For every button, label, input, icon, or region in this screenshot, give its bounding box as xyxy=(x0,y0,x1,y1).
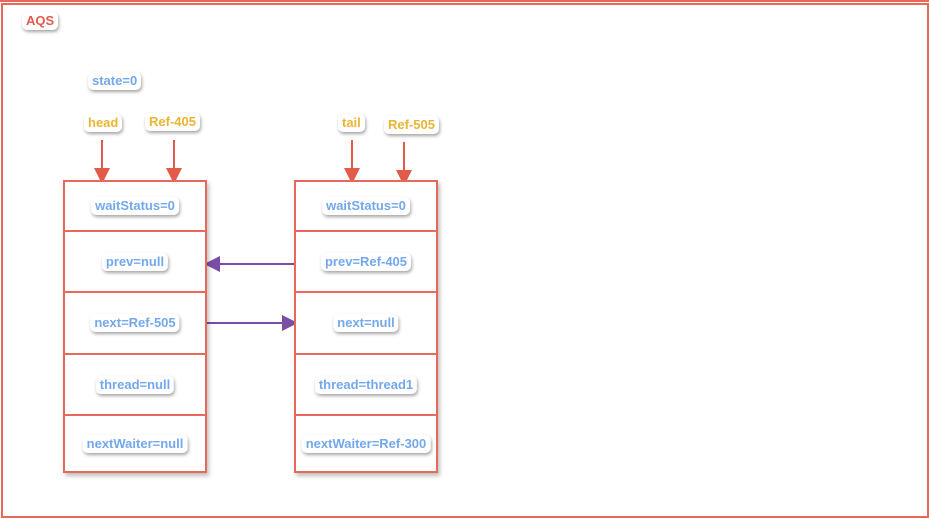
next-field: next=Ref-505 xyxy=(90,314,180,332)
node-field-cell: nextWaiter=null xyxy=(65,416,205,471)
tail-pointer-label: tail xyxy=(338,114,365,132)
prev-field: prev=null xyxy=(101,252,169,271)
wait-status-field: waitStatus=0 xyxy=(91,197,179,215)
head-pointer-label: head xyxy=(84,114,123,132)
head-node: waitStatus=0 prev=null next=Ref-505 thre… xyxy=(63,180,207,473)
next-waiter-field: nextWaiter=Ref-300 xyxy=(301,434,431,453)
next-waiter-field: nextWaiter=null xyxy=(82,434,188,453)
aqs-title: AQS xyxy=(22,12,59,30)
wait-status-field: waitStatus=0 xyxy=(322,197,410,215)
state-label: state=0 xyxy=(88,72,142,90)
node-field-cell: prev=null xyxy=(65,232,205,293)
thread-field: thread=thread1 xyxy=(314,375,418,394)
thread-field: thread=null xyxy=(95,375,175,394)
node-field-cell: thread=null xyxy=(65,355,205,416)
prev-field: prev=Ref-405 xyxy=(320,252,412,271)
node-field-cell: thread=thread1 xyxy=(296,355,436,416)
head-ref-label: Ref-405 xyxy=(145,113,200,131)
next-field: next=null xyxy=(333,314,399,332)
tail-ref-label: Ref-505 xyxy=(384,116,439,134)
node-field-cell: next=null xyxy=(296,293,436,355)
node-field-cell: next=Ref-505 xyxy=(65,293,205,355)
node-field-cell: prev=Ref-405 xyxy=(296,232,436,293)
node-field-cell: waitStatus=0 xyxy=(296,182,436,232)
node-field-cell: nextWaiter=Ref-300 xyxy=(296,416,436,471)
tail-node: waitStatus=0 prev=Ref-405 next=null thre… xyxy=(294,180,438,473)
top-border-line xyxy=(0,0,929,2)
node-field-cell: waitStatus=0 xyxy=(65,182,205,232)
